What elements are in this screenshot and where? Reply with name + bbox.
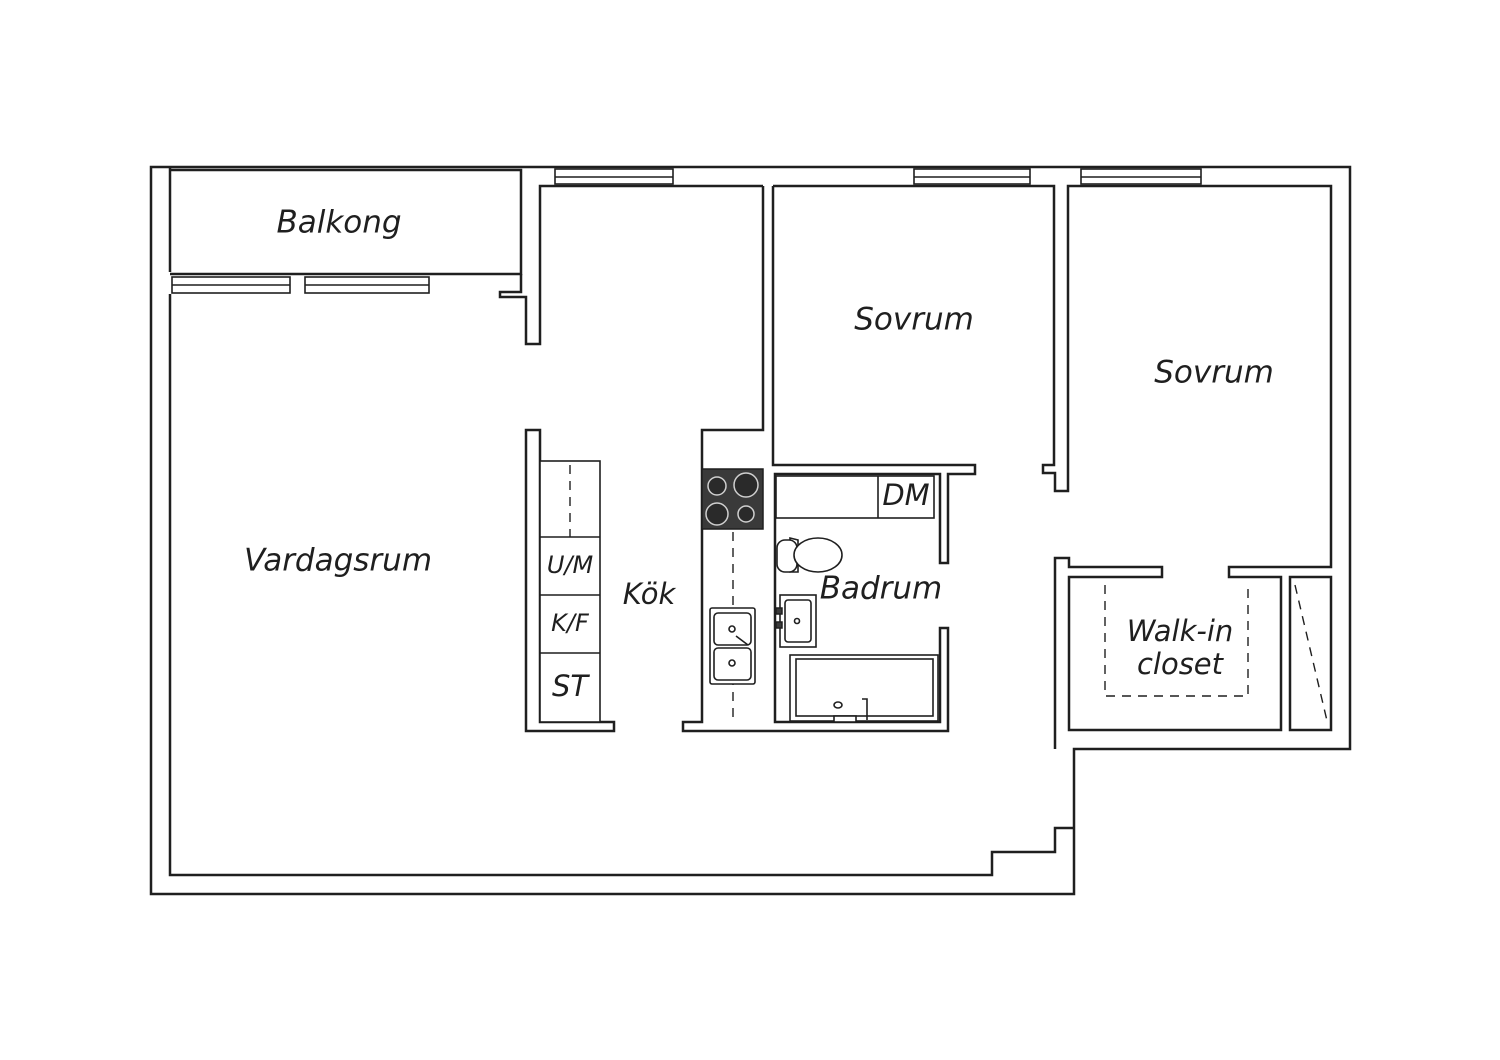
room-label-living-room: Vardagsrum (244, 543, 432, 579)
room-labels: Balkong Vardagsrum Kök Sovrum Sovrum Bad… (244, 205, 1274, 682)
appliance-label-fridge-freezer: K/F (551, 609, 590, 637)
bathroom-fixtures (775, 475, 939, 723)
kitchen-counter (681, 184, 1333, 749)
room-label-balcony: Balkong (276, 205, 401, 241)
appliance-label-storage: ST (552, 669, 590, 703)
appliance-label-washer: DM (882, 478, 929, 512)
kitchen-left-unit (524, 428, 616, 733)
top-windows (554, 168, 1202, 185)
balcony (170, 168, 763, 346)
room-label-bedroom-2: Sovrum (1154, 355, 1274, 391)
appliance-label-microwave: U/M (547, 551, 594, 579)
appliance-labels: U/M K/F ST DM (547, 478, 930, 703)
room-label-walk-in-line1: Walk-in (1127, 614, 1234, 648)
room-label-kitchen: Kök (623, 577, 677, 611)
room-label-walk-in-line2: closet (1137, 647, 1225, 681)
walk-in-closet (1104, 575, 1333, 732)
room-label-bathroom: Badrum (820, 571, 943, 607)
room-label-bedroom-1: Sovrum (854, 302, 974, 338)
outer-walls (149, 165, 1352, 896)
